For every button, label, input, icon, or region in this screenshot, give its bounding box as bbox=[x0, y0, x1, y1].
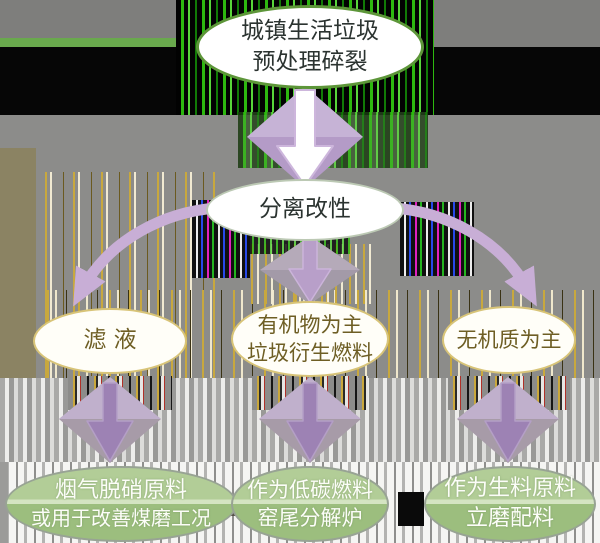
node-organic-rdf: 有机物为主 垃圾衍生燃料 bbox=[231, 301, 389, 377]
node-label: 窑尾分解炉 bbox=[257, 506, 363, 530]
node-label: 烟气脱硝原料 bbox=[54, 477, 187, 503]
diamond-down-arrow-icon bbox=[59, 377, 161, 463]
node-label: 垃圾衍生燃料 bbox=[247, 341, 373, 365]
node-label: 作为低碳燃料 bbox=[247, 477, 373, 502]
node-label: 分离改性 bbox=[259, 196, 351, 223]
background-band bbox=[0, 38, 196, 47]
node-label: 立磨配料 bbox=[465, 506, 554, 531]
node-inorganic: 无机质为主 bbox=[442, 306, 576, 374]
curved-arrow-right-icon bbox=[393, 202, 537, 307]
node-label: 或用于改善煤磨工况 bbox=[31, 506, 211, 531]
node-label: 无机质为主 bbox=[456, 327, 562, 352]
node-label: 城镇生活垃圾 bbox=[241, 17, 379, 44]
node-label: 滤 液 bbox=[83, 327, 137, 354]
curved-arrow-left-icon bbox=[73, 202, 217, 307]
diamond-down-arrow-icon bbox=[259, 377, 361, 463]
diamond-down-arrow-icon bbox=[457, 377, 559, 463]
down-arrow-icon bbox=[247, 86, 363, 188]
node-raw-meal: 作为生料原料 立磨配料 bbox=[424, 466, 596, 542]
node-label: 有机物为主 bbox=[257, 312, 363, 337]
node-filtrate: 滤 液 bbox=[33, 308, 187, 374]
node-municipal-waste-pretreatment: 城镇生活垃圾 预处理碎裂 bbox=[196, 5, 424, 89]
background-band bbox=[0, 462, 8, 543]
node-label: 作为生料原料 bbox=[443, 476, 576, 502]
down-arrow-icon bbox=[260, 236, 360, 304]
node-separation-modification: 分离改性 bbox=[206, 179, 404, 241]
background-artifact bbox=[398, 492, 424, 526]
node-flue-gas-denitration: 烟气脱硝原料 或用于改善煤磨工况 bbox=[5, 466, 237, 542]
node-low-carbon-fuel: 作为低碳燃料 窑尾分解炉 bbox=[231, 466, 389, 542]
node-label: 预处理碎裂 bbox=[252, 49, 368, 75]
